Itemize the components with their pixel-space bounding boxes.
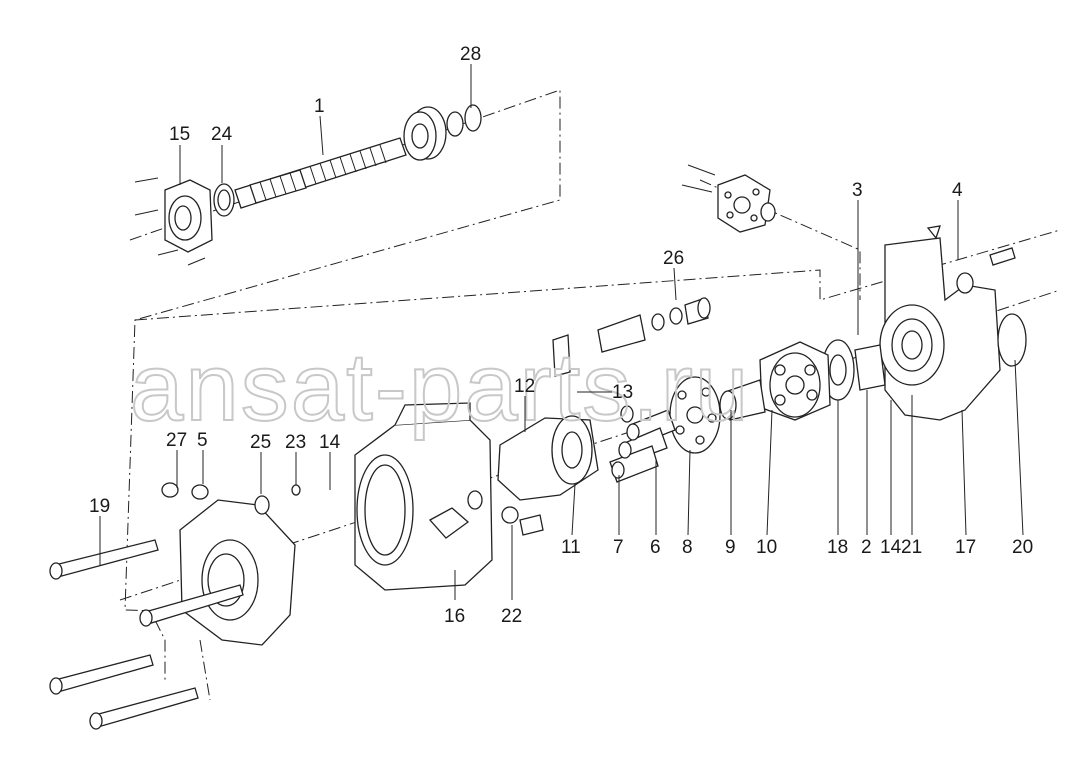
drive-shaft — [234, 137, 407, 209]
port-flange — [681, 164, 776, 233]
callout-8: 8 — [682, 537, 693, 558]
front-seal-cover — [134, 177, 235, 266]
callout-17: 17 — [955, 537, 976, 558]
rear-housing — [879, 225, 1027, 421]
callout-18: 18 — [827, 537, 848, 558]
callout-14-front: 14 — [319, 432, 341, 453]
callout-6: 6 — [650, 537, 661, 558]
callout-20: 20 — [1012, 537, 1033, 558]
swash-plate — [497, 415, 599, 501]
front-flange — [161, 482, 301, 646]
callout-14-rear: 14 — [880, 537, 902, 558]
callout-25: 25 — [250, 432, 271, 453]
callout-9: 9 — [725, 537, 736, 558]
callout-26: 26 — [663, 248, 684, 269]
callout-21: 21 — [901, 537, 922, 558]
callout-22: 22 — [501, 606, 522, 627]
callout-13: 13 — [612, 382, 633, 403]
center-spring — [719, 379, 766, 421]
callout-10: 10 — [756, 537, 777, 558]
callout-23: 23 — [285, 432, 306, 453]
retainer-plate — [669, 376, 721, 454]
callout-11: 11 — [561, 537, 581, 558]
pump-housing — [354, 402, 544, 591]
callout-15: 15 — [169, 124, 190, 145]
callout-24: 24 — [211, 124, 233, 145]
callout-2: 2 — [861, 537, 872, 558]
servo-assembly — [552, 297, 711, 377]
callout-28: 28 — [460, 44, 481, 65]
callout-4: 4 — [952, 180, 963, 201]
callout-3: 3 — [852, 180, 863, 201]
callout-7: 7 — [613, 537, 624, 558]
callout-labels: 28 1 15 24 3 4 26 12 13 27 5 25 23 14 19… — [89, 44, 1033, 627]
pistons — [609, 405, 676, 483]
callout-19: 19 — [89, 496, 110, 517]
callout-16: 16 — [444, 606, 465, 627]
leader-lines — [99, 64, 1024, 600]
watermark-text: ansat-parts.ru — [130, 334, 750, 441]
shaft-bearing — [403, 106, 447, 161]
tie-bolts — [49, 539, 244, 730]
cylinder-block — [759, 341, 831, 421]
callout-27: 27 — [166, 430, 187, 451]
callout-5: 5 — [197, 430, 208, 451]
callout-12: 12 — [514, 376, 535, 397]
valve-bushing — [854, 344, 886, 391]
shaft-rings — [446, 104, 482, 137]
callout-1: 1 — [314, 96, 325, 117]
